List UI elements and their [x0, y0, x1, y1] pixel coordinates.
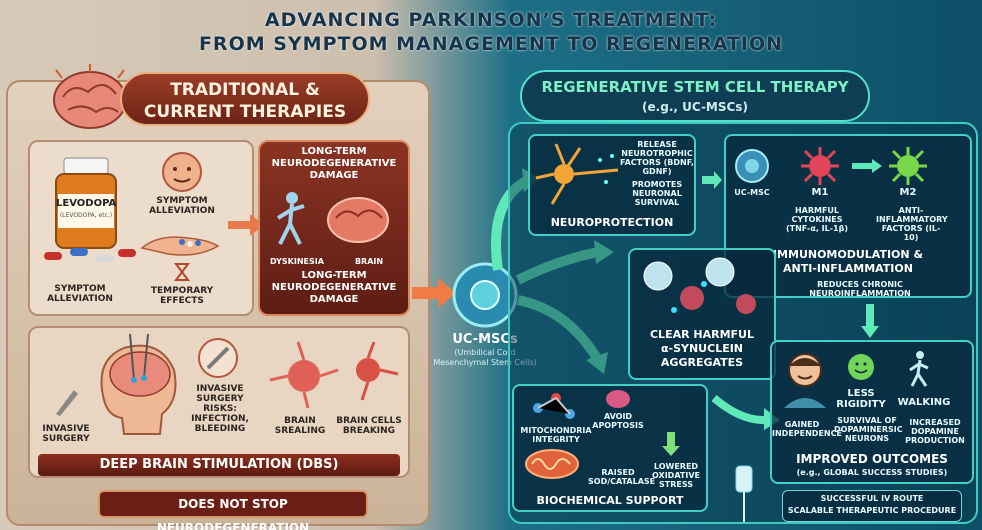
biochemical-title: BIOCHEMICAL SUPPORT: [536, 494, 684, 507]
regenerative-header: REGENERATIVE STEM CELL THERAPY (e.g., UC…: [520, 70, 870, 122]
regenerative-header-line-1: REGENERATIVE STEM CELL THERAPY: [541, 78, 849, 96]
clear-line-1: CLEAR HARMFUL: [649, 328, 754, 341]
clear-line-3: AGGREGATES: [660, 356, 744, 369]
syringe-icon: [198, 338, 238, 378]
m2-label: M2: [899, 187, 917, 198]
title-line-2: FROM SYMPTOM MANAGEMENT TO REGENERATION: [198, 33, 784, 55]
person-icon: [784, 353, 826, 408]
neuroprotection-title: NEUROPROTECTION: [550, 216, 674, 229]
regenerative-header-line-2: (e.g., UC-MSCs): [642, 100, 748, 114]
iv-line-2: SCALABLE THERAPEUTIC PROCEDURE: [787, 506, 957, 515]
iv-line-1: SUCCESSFUL IV ROUTE: [820, 494, 924, 503]
traditional-header: TRADITIONAL & CURRENT THERAPIES: [120, 72, 370, 126]
pill-bottle-icon: [55, 157, 117, 249]
title-line-1: ADVANCING PARKINSON’S TREATMENT:: [264, 9, 718, 31]
invasive-surgery-label: INVASIVE SURGERY: [42, 424, 90, 444]
ucmsc-label: UC-MSC: [734, 188, 770, 197]
cell-icon: [606, 390, 630, 408]
levodopa-sub: (LEVODOPA, etc.): [59, 212, 113, 219]
ucmscs-desc-1: (Umbilical Cord: [454, 348, 516, 357]
ucmscs-desc-2: Mesenchymal Stem Cells): [433, 358, 537, 367]
immuno-title-2: ANTI-INFLAMMATION: [783, 262, 913, 275]
synuclein-illustration: [643, 257, 756, 314]
survival-label: SURVIVAL OF DOPAMINERSIC NEURONS: [834, 416, 903, 443]
walking-icon: [909, 351, 929, 387]
outcomes-title: IMPROVED OUTCOMES: [796, 452, 948, 466]
surgery-risks-label: INVASIVE SURGERY RISKS: INFECTION, BLEED…: [191, 384, 249, 434]
temporary-effects-label: TEMPORARY EFFECTS: [150, 286, 214, 306]
symptom-alleviation-label-2: SYMPTOM ALLEVIATION: [149, 196, 215, 216]
anti-inflammatory-label: ANTI-INFLAMMATORY FACTORS (IL-10): [876, 206, 948, 242]
neuro-promotes-label: PROMOTES NEURONAL SURVIVAL: [631, 180, 683, 207]
reduces-neuroinflammation-label: REDUCES CHRONIC NEUROINFLAMMATION: [809, 280, 911, 298]
ucmsc-cell-icon: [735, 149, 769, 183]
dopamine-label: INCREASED DOPAMINE PRODUCTION: [905, 418, 965, 445]
m1-cell-icon: [801, 147, 839, 185]
levodopa-label: LEVODOPA: [56, 198, 117, 209]
brain-label: BRAIN: [354, 257, 384, 266]
damaged-neurons-illustration: [269, 341, 399, 409]
traditional-header-line-1: TRADITIONAL &: [170, 80, 320, 100]
neuron-icon: [535, 143, 619, 205]
dyskinesia-brain-illustration: [276, 192, 389, 245]
neuro-release-label: RELEASE NEUROTROPHIC FACTORS (BDNF, GDNF…: [620, 140, 694, 176]
less-rigidity-label: LESS RIGIDITY: [836, 388, 886, 410]
ucmscs-label: UC-MSCs: [452, 332, 518, 347]
smile-icon: [848, 354, 874, 380]
iv-box: [782, 490, 962, 522]
symptom-alleviation-label-1: SYMPTOM ALLEVIATION: [47, 284, 113, 304]
scalpel-icon: [56, 390, 78, 416]
damage-bottom-label: LONG-TERM NEURODEGENERATIVE DAMAGE: [271, 270, 397, 305]
arrow-small-icon: [702, 171, 722, 189]
brain-cells-breaking-label: BRAIN CELLS BREAKING: [336, 416, 402, 436]
mitochondria-icon: [525, 449, 579, 479]
lowered-arrow-icon: [662, 432, 680, 456]
m1-to-m2-arrow: [852, 159, 882, 173]
page-title: ADVANCING PARKINSON’S TREATMENT: FROM SY…: [0, 8, 982, 56]
hourglass-icon: [174, 263, 190, 281]
branch-arrows: [491, 168, 614, 374]
mito-label: MITOCHONDRIA INTEGRITY: [520, 426, 592, 444]
molecule-icon: [533, 393, 575, 419]
traditional-header-line-2: CURRENT THERAPIES: [143, 102, 347, 122]
raised-sod-label: RAISED SOD/CATALASE: [588, 468, 656, 486]
dyskinesia-label: DYSKINESIA: [270, 257, 324, 266]
neuroprotection-box: [528, 134, 696, 236]
stem-cell-icon: [452, 262, 518, 328]
down-arrow-icon: [861, 304, 879, 338]
iv-bag-icon: [735, 465, 753, 522]
face-icon: [162, 152, 202, 192]
gained-independence-label: GAINED INDEPENDENCE: [772, 420, 842, 438]
harmful-cytokines-label: HARMFUL CYTOKINES (TNF-α, IL-1β): [785, 206, 848, 233]
m2-cell-icon: [889, 147, 927, 185]
hand-icon: [140, 236, 220, 256]
center-arrow-icon: [412, 278, 456, 308]
outcomes-sub: (e.g., GLOBAL SUCCESS STUDIES): [796, 468, 948, 477]
immuno-title-1: IMMUNOMODULATION &: [772, 248, 924, 261]
dbs-label: DEEP BRAIN STIMULATION (DBS): [38, 454, 400, 476]
lowered-stress-label: LOWERED OXIDATIVE STRESS: [652, 462, 700, 489]
no-stop-label: DOES NOT STOP NEURODEGENERATION: [98, 490, 368, 530]
m1-label: M1: [811, 187, 829, 198]
head-electrodes-icon: [100, 333, 177, 435]
brain-srealing-label: BRAIN SREALING: [274, 416, 326, 436]
avoid-apoptosis-label: AVOID APOPTOSIS: [592, 412, 644, 430]
damage-top-label: LONG-TERM NEURODEGENERATIVE DAMAGE: [271, 146, 397, 181]
walking-label: WALKING: [897, 397, 951, 408]
pills-icon: [44, 248, 136, 262]
arrow-icon: [228, 214, 264, 236]
clear-line-2: α-SYNUCLEIN: [660, 342, 744, 355]
